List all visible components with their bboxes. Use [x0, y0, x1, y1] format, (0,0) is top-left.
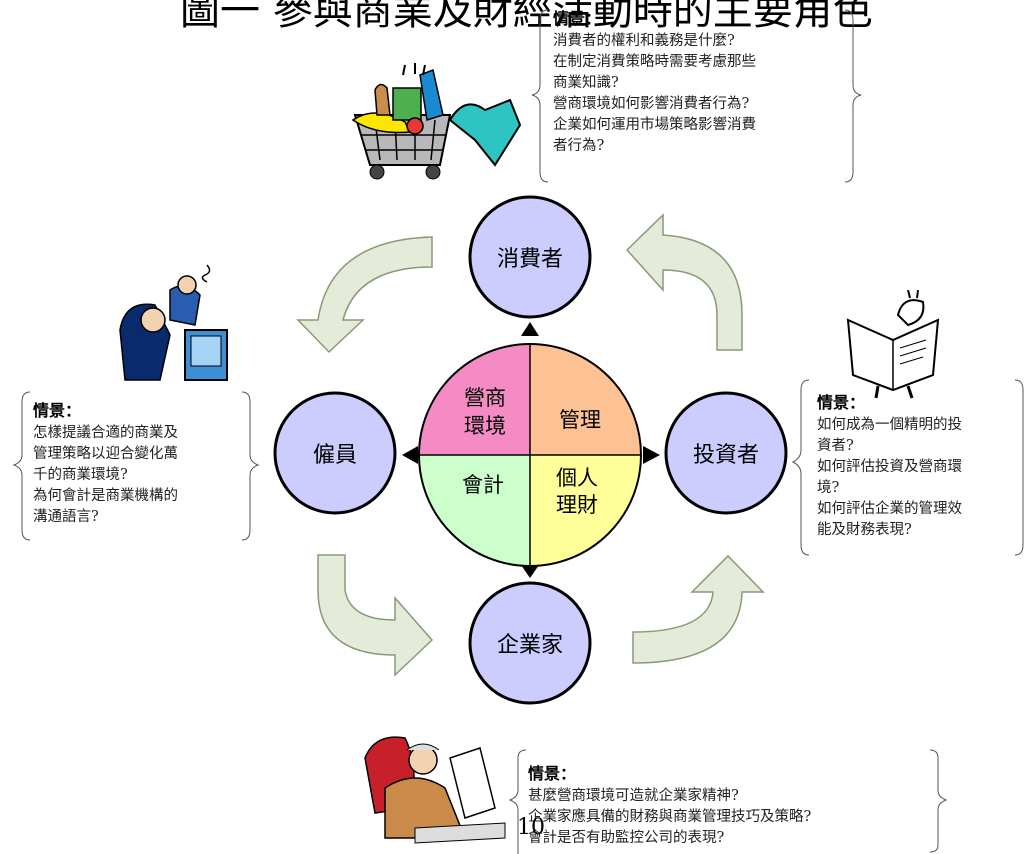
scenario-consumer: 情景： 消費者的權利和義務是什麼? 在制定消費策略時需要考慮那些 商業知識? 營… [553, 8, 756, 157]
scenario-consumer-line: 企業如何運用市場策略影響消費 [553, 117, 756, 133]
arrow-consumer-to-employee [296, 236, 433, 354]
quadrant-marketing-label-1: 營商 [464, 386, 506, 410]
scenario-employee: 情景： 怎樣提議合適的商業及 管理策略以迎合變化萬 千的商業環境? 為何會計是商… [33, 400, 178, 528]
scenario-consumer-line: 消費者的權利和義務是什麼? [553, 33, 735, 49]
role-employee-circle [273, 391, 397, 515]
shopping-cart-icon [351, 63, 522, 180]
role-entrepreneur-circle [468, 581, 592, 705]
scenario-entrepreneur-line: 會計是否有助監控公司的表現? [528, 830, 725, 846]
quadrant-finance-label-1: 個人 [556, 466, 598, 490]
arrow-entrepreneur-to-investor [632, 554, 765, 664]
executive-icon [364, 736, 506, 844]
role-entrepreneur-label: 企業家 [497, 633, 563, 658]
page-title: 圖一 參與商業及財經活動時的主要角色 [180, 0, 873, 34]
newspaper-reader-icon [846, 290, 940, 399]
role-consumer-label: 消費者 [497, 247, 563, 272]
page-number: 10 [517, 815, 545, 840]
scenario-employee-line: 千的商業環境? [33, 467, 128, 483]
scenario-consumer-line: 商業知識? [553, 75, 619, 91]
scenario-employee-line: 管理策略以迎合變化萬 [33, 446, 178, 462]
arrow-employee-to-entrepreneur [317, 554, 434, 677]
connectors [402, 322, 660, 578]
quadrant-marketing [419, 344, 530, 455]
quadrant-management [530, 344, 641, 455]
scenario-investor-line: 能及財務表現? [817, 522, 912, 538]
role-consumer-circle [468, 195, 592, 319]
scenario-investor-line: 資者? [817, 438, 854, 454]
role-investor-label: 投資者 [693, 443, 759, 468]
cycle-arrows [296, 213, 765, 677]
scenario-investor-line: 境? [817, 480, 840, 496]
center-circle [418, 343, 642, 567]
scenario-entrepreneur: 情景： 甚麼營商環境可造就企業家精神? 企業家應具備的財務與商業管理技巧及策略?… [528, 763, 811, 849]
scenario-employee-line: 為何會計是商業機構的 [33, 488, 178, 504]
office-worker-icon [119, 264, 228, 381]
scenario-entrepreneur-heading: 情景： [528, 764, 577, 783]
scenario-investor-line: 如何成為一個精明的投 [817, 417, 962, 433]
scenario-consumer-line: 在制定消費策略時需要考慮那些 [553, 54, 756, 70]
scenario-employee-line: 怎樣提議合適的商業及 [33, 425, 178, 441]
scenario-employee-heading: 情景： [33, 401, 82, 420]
role-circles [273, 195, 788, 705]
quadrant-management-label: 管理 [559, 408, 601, 432]
scenario-consumer-line: 營商環境如何影響消費者行為? [553, 96, 750, 112]
scenario-investor-heading: 情景： [817, 393, 866, 412]
scenario-investor-line: 如何評估企業的管理效 [817, 501, 962, 517]
scenario-investor-line: 如何評估投資及營商環 [817, 459, 962, 475]
quadrant-finance [530, 455, 641, 566]
quadrant-finance-label-2: 理財 [556, 493, 598, 517]
scenario-consumer-heading: 情景： [553, 9, 602, 28]
scenario-entrepreneur-line: 企業家應具備的財務與商業管理技巧及策略? [528, 809, 812, 825]
scenario-employee-line: 溝通語言? [33, 509, 99, 525]
braces [12, 9, 1024, 854]
quadrant-accounting [419, 455, 530, 566]
quadrant-accounting-label: 會計 [462, 473, 504, 497]
scenario-investor: 情景： 如何成為一個精明的投 資者? 如何評估投資及營商環 境? 如何評估企業的… [817, 392, 962, 541]
role-employee-label: 僱員 [313, 443, 357, 468]
quadrant-marketing-label-2: 環境 [464, 414, 506, 438]
scenario-consumer-line: 者行為? [553, 138, 605, 154]
role-investor-circle [664, 391, 788, 515]
arrow-investor-to-consumer [625, 213, 743, 351]
scenario-entrepreneur-line: 甚麼營商環境可造就企業家精神? [528, 788, 739, 804]
